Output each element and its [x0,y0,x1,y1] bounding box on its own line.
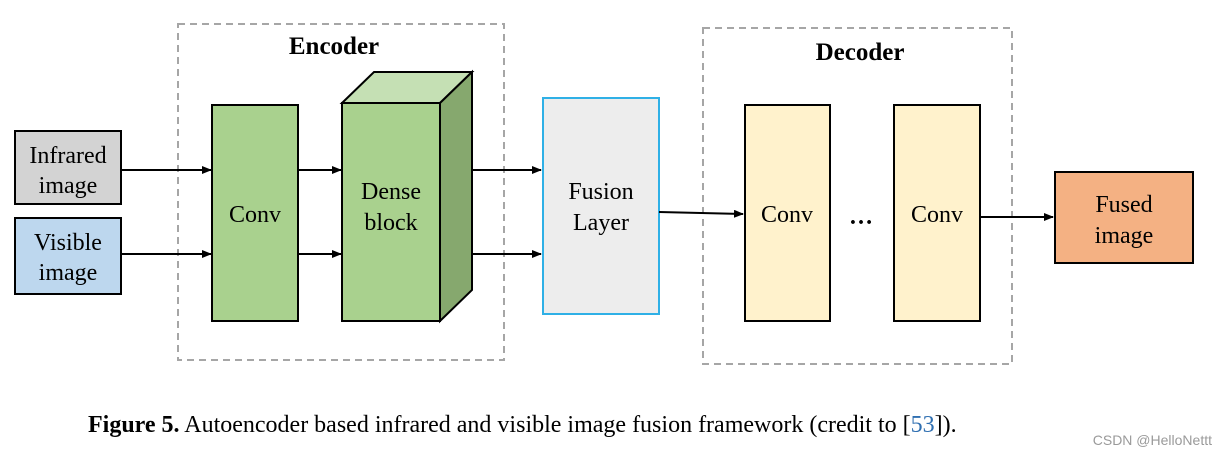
dense-block-3d: Dense block [339,69,475,324]
decoder-conv-first-block: Conv [744,104,831,322]
encoder-title: Encoder [289,33,379,60]
decoder-title: Decoder [816,39,905,66]
infrared-label-line1: Infrared [29,143,106,169]
fused-label-line2: image [1095,223,1154,249]
dense-block-label-line1: Dense [361,179,421,205]
fused-label-line1: Fused [1095,192,1152,218]
encoder-group-border [177,23,505,361]
decoder-group-border [702,27,1013,365]
fused-image-box: Fused image [1054,171,1194,264]
decoder-conv-last-label: Conv [911,202,963,228]
fusion-label-line2: Layer [573,210,629,236]
watermark: CSDN @HelloNettt [1092,432,1212,448]
decoder-conv-last-block: Conv [893,104,981,322]
caption-reference-link[interactable]: 53 [910,412,935,438]
fusion-layer-block: Fusion Layer [542,97,660,315]
visible-image-box: Visible image [14,217,122,295]
caption-label: Figure 5. [88,412,180,438]
infrared-image-box: Infrared image [14,130,122,205]
infrared-label-line2: image [39,173,98,199]
decoder-conv-first-label: Conv [761,202,813,228]
dense-block-label-line2: block [364,210,417,236]
decoder-ellipsis: … [849,204,873,230]
caption-text-after: ]). [934,412,957,438]
encoder-conv-block: Conv [211,104,299,322]
caption-text-before: Autoencoder based infrared and visible i… [184,412,911,438]
visible-label-line1: Visible [34,230,102,256]
arrow-fusion-to-decoder [658,209,744,218]
encoder-conv-label: Conv [229,202,281,228]
figure-caption: Figure 5. Autoencoder based infrared and… [88,412,957,439]
visible-label-line2: image [39,260,98,286]
fusion-label-line1: Fusion [568,179,633,205]
